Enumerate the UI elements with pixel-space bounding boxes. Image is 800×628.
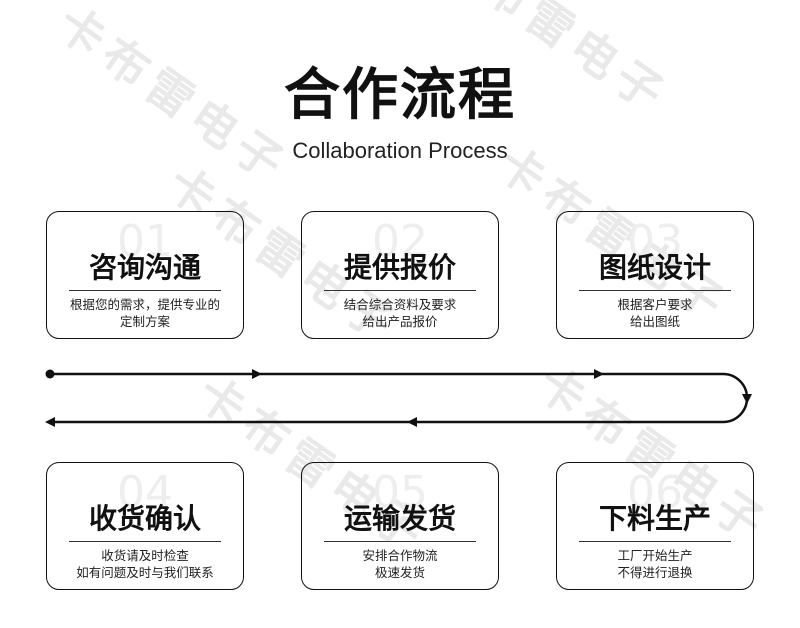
step-title: 收货确认 [88, 502, 201, 535]
step-desc-line: 定制方案 [119, 314, 170, 329]
step-title: 运输发货 [343, 502, 456, 535]
step-number: 01 [117, 216, 173, 267]
divider [69, 541, 221, 542]
step-desc-line: 极速发货 [374, 565, 425, 580]
step-desc-line: 不得进行退换 [617, 565, 693, 580]
step-desc-line: 如有问题及时与我们联系 [76, 565, 214, 580]
step-desc-line: 工厂开始生产 [617, 548, 693, 563]
arrow-down-icon [742, 394, 752, 404]
divider [324, 290, 476, 291]
divider [579, 541, 731, 542]
step-desc-line: 给出图纸 [629, 314, 680, 329]
flow-line [50, 372, 749, 424]
step-number: 06 [627, 467, 683, 518]
arrow-right-icon [252, 369, 262, 379]
step-title: 提供报价 [343, 251, 456, 284]
step-description: 根据您的需求，提供专业的 定制方案 [47, 296, 243, 330]
divider [579, 290, 731, 291]
step-card-produce: 06 下料生产 工厂开始生产 不得进行退换 [556, 462, 754, 590]
divider [324, 541, 476, 542]
arrow-left-icon [407, 417, 417, 427]
step-desc-line: 给出产品报价 [362, 314, 438, 329]
step-desc-line: 收货请及时检查 [101, 548, 189, 563]
step-desc-line: 安排合作物流 [362, 548, 438, 563]
step-card-consult: 01 咨询沟通 根据您的需求，提供专业的 定制方案 [46, 211, 244, 339]
step-card-design: 03 图纸设计 根据客户要求 给出图纸 [556, 211, 754, 339]
step-description: 工厂开始生产 不得进行退换 [557, 547, 753, 581]
step-description: 根据客户要求 给出图纸 [557, 296, 753, 330]
step-title: 下料生产 [598, 502, 711, 535]
page-title: 合作流程 [284, 63, 516, 128]
step-card-quote: 02 提供报价 结合综合资料及要求 给出产品报价 [301, 211, 499, 339]
arrow-left-icon [45, 417, 55, 427]
step-description: 安排合作物流 极速发货 [302, 547, 498, 581]
step-title: 图纸设计 [598, 251, 711, 284]
step-desc-line: 根据您的需求，提供专业的 [69, 297, 220, 312]
step-number: 05 [372, 467, 428, 518]
step-title: 咨询沟通 [88, 251, 201, 284]
step-card-receive: 04 收货确认 收货请及时检查 如有问题及时与我们联系 [46, 462, 244, 590]
divider [69, 290, 221, 291]
step-number: 03 [627, 216, 683, 267]
arrow-right-icon [594, 369, 604, 379]
step-number: 04 [117, 467, 173, 518]
step-desc-line: 结合综合资料及要求 [343, 297, 457, 312]
step-card-ship: 05 运输发货 安排合作物流 极速发货 [301, 462, 499, 590]
step-description: 结合综合资料及要求 给出产品报价 [302, 296, 498, 330]
step-desc-line: 根据客户要求 [617, 297, 693, 312]
step-description: 收货请及时检查 如有问题及时与我们联系 [47, 547, 243, 581]
step-number: 02 [372, 216, 428, 267]
page-subtitle: Collaboration Process [292, 138, 508, 163]
